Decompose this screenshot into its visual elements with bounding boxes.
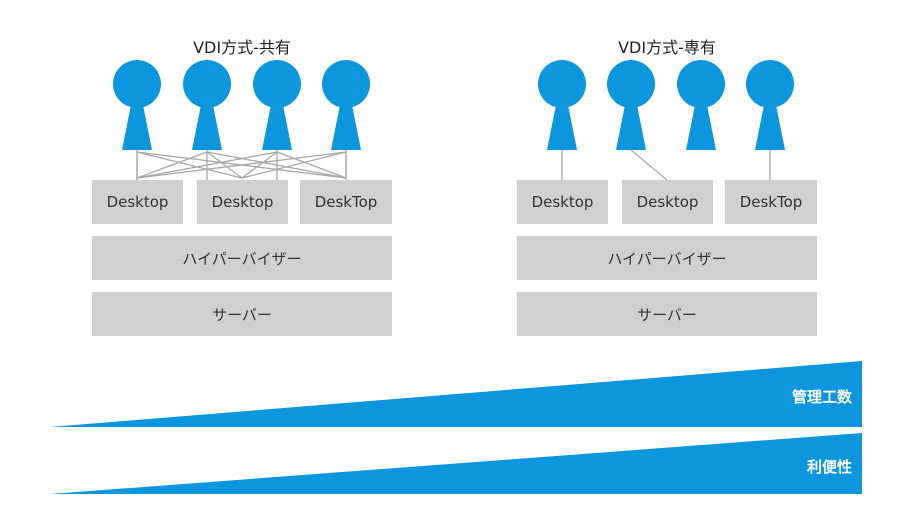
convenience-wedge (50, 433, 862, 494)
dedicated-server: サーバー (517, 292, 817, 336)
dedicated-line-2 (630, 149, 668, 181)
person-head-icon (253, 60, 301, 108)
shared-user-2 (183, 60, 231, 150)
person-body-icon (192, 100, 222, 150)
dedicated-desktop-3: DeskTop (725, 180, 817, 224)
shared-line-cross (136, 151, 347, 179)
person-body-icon (686, 100, 716, 150)
shared-line-cross (241, 151, 278, 179)
person-body-icon (262, 100, 292, 150)
shared-desktop-2: Desktop (197, 180, 288, 224)
shared-connection-lines (136, 150, 347, 180)
shared-user-3 (253, 60, 301, 150)
shared-title: VDI方式-共有 (193, 38, 291, 57)
dedicated-user-1 (538, 60, 586, 150)
person-body-icon (616, 100, 646, 150)
person-head-icon (322, 60, 370, 108)
management-wedge (50, 361, 862, 427)
shared-line-cross (241, 151, 347, 179)
dedicated-user-4 (746, 60, 794, 150)
shared-line-cross (136, 151, 208, 179)
shared-server: サーバー (92, 292, 392, 336)
person-body-icon (547, 100, 577, 150)
dedicated-desktop-1: Desktop (517, 180, 608, 224)
dedicated-user-3 (677, 60, 725, 150)
convenience-label: 利便性 (806, 458, 852, 476)
person-head-icon (677, 60, 725, 108)
dedicated-title: VDI方式-専有 (618, 38, 716, 57)
dedicated-connection-lines (561, 149, 771, 181)
shared-line-cross (136, 151, 278, 179)
dedicated-desktop-2: Desktop (622, 180, 713, 224)
person-body-icon (755, 100, 785, 150)
person-head-icon (607, 60, 655, 108)
dedicated-hypervisor: ハイパーバイザー (517, 236, 817, 280)
management-label: 管理工数 (791, 388, 852, 406)
shared-user-4 (322, 60, 370, 150)
shared-desktop-3: DeskTop (300, 180, 392, 224)
shared-line-cross (276, 151, 347, 179)
person-head-icon (183, 60, 231, 108)
shared-line-cross (136, 151, 243, 179)
dedicated-users (538, 60, 794, 150)
shared-hypervisor: ハイパーバイザー (92, 236, 392, 280)
dedicated-user-2 (607, 60, 655, 150)
person-body-icon (122, 100, 152, 150)
shared-desktop-1: Desktop (92, 180, 183, 224)
person-head-icon (113, 60, 161, 108)
person-head-icon (538, 60, 586, 108)
person-body-icon (331, 100, 361, 150)
shared-line-cross (206, 151, 243, 179)
shared-users (113, 60, 370, 150)
person-head-icon (746, 60, 794, 108)
shared-user-1 (113, 60, 161, 150)
